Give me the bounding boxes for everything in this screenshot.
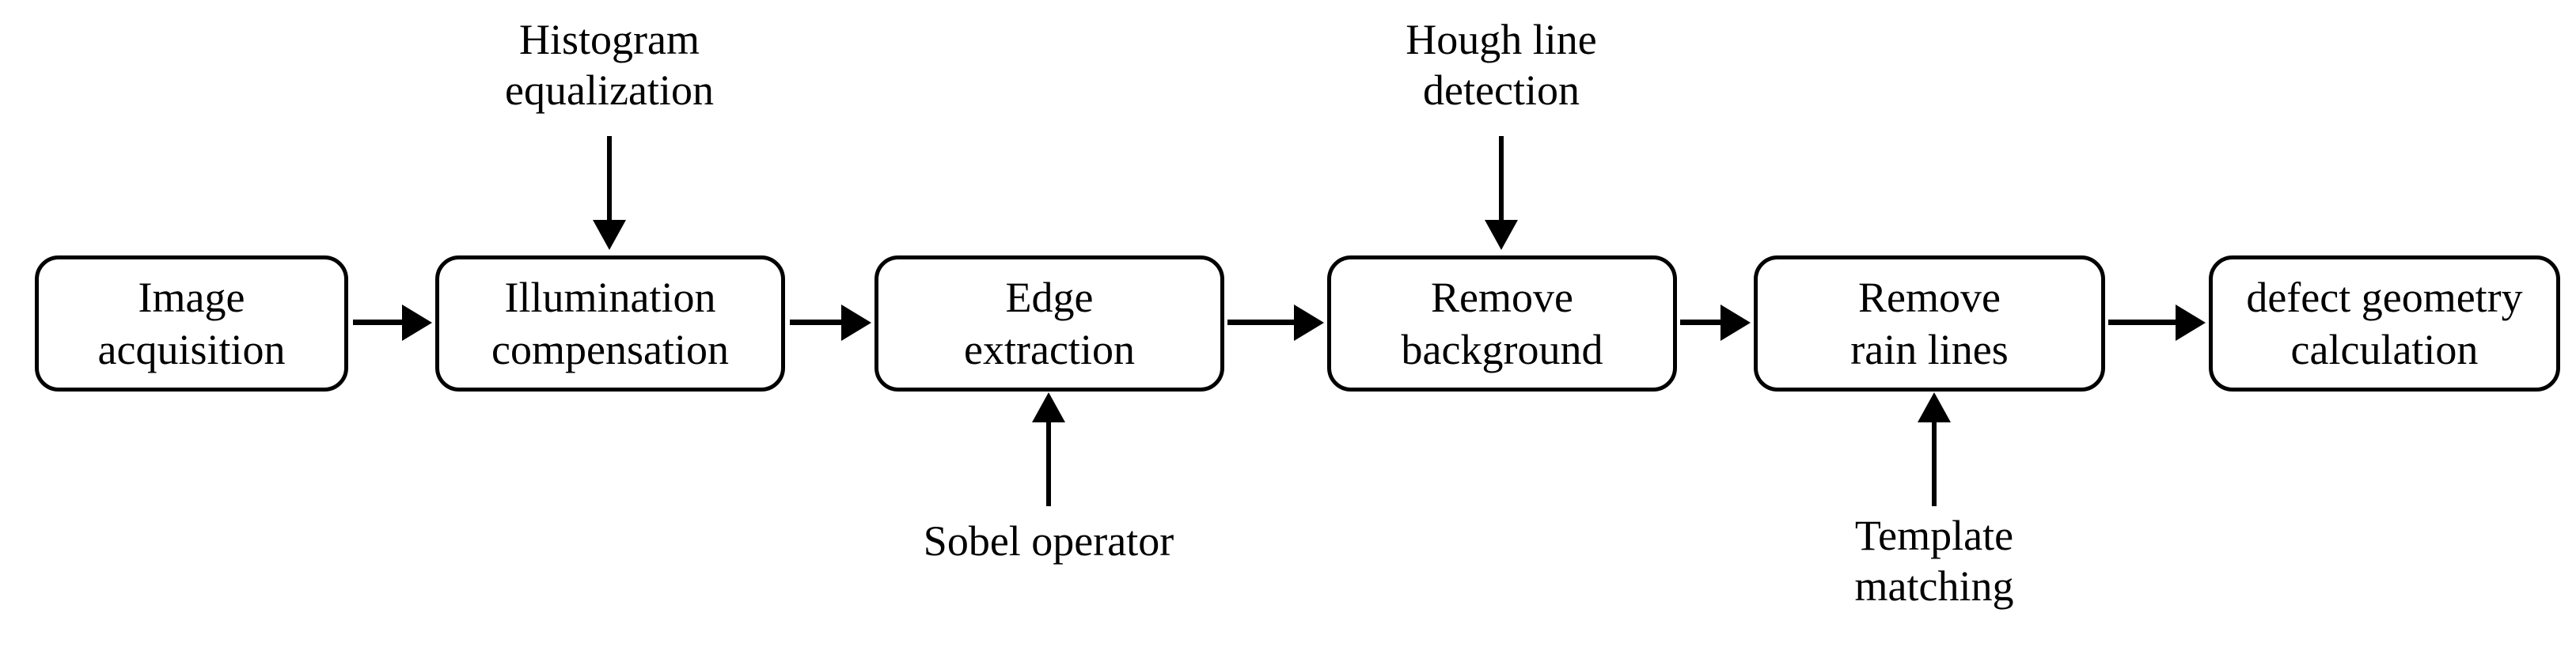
annotation-hough-line-detection: Hough line detection — [1406, 14, 1596, 115]
arrow-right-3-icon — [1227, 320, 1295, 325]
annotation-line: Sobel operator — [923, 517, 1174, 565]
annotation-line: Template — [1854, 512, 2014, 559]
node-illumination-compensation: Illumination compensation — [435, 255, 785, 392]
annotation-line: equalization — [505, 66, 714, 114]
annotation-template-matching: Template matching — [1855, 510, 2014, 611]
node-label-line: defect geometry — [2246, 274, 2523, 321]
node-label-line: Edge — [1005, 274, 1094, 321]
annotation-line: Hough line — [1406, 16, 1597, 63]
annotation-histogram-equalization: Histogram equalization — [505, 14, 714, 115]
annotation-sobel-operator: Sobel operator — [924, 516, 1174, 566]
node-label-line: Illumination — [504, 274, 716, 321]
node-label-line: Remove — [1431, 274, 1573, 321]
node-label-line: extraction — [964, 326, 1135, 373]
node-label-line: Remove — [1858, 274, 2001, 321]
node-label-line: calculation — [2290, 326, 2479, 373]
arrow-right-4-icon — [1680, 320, 1721, 325]
arrow-up-template-to-remove-rain-lines-icon — [1932, 421, 1937, 506]
node-label-line: compensation — [491, 326, 729, 373]
node-remove-background: Remove background — [1327, 255, 1677, 392]
arrow-right-1-icon — [353, 320, 403, 325]
annotation-line: Histogram — [519, 16, 700, 63]
node-defect-geometry-calculation: defect geometry calculation — [2209, 255, 2560, 392]
arrow-down-histogram-to-illumination-icon — [607, 136, 612, 221]
node-remove-rain-lines: Remove rain lines — [1754, 255, 2105, 392]
node-label-line: rain lines — [1850, 326, 2009, 373]
node-label-line: Image — [138, 274, 245, 321]
annotation-line: detection — [1423, 66, 1580, 114]
arrow-right-2-icon — [790, 320, 842, 325]
arrow-up-sobel-to-edge-extraction-icon — [1046, 421, 1051, 506]
arrow-right-5-icon — [2108, 320, 2176, 325]
node-edge-extraction: Edge extraction — [874, 255, 1224, 392]
annotation-line: matching — [1854, 562, 2014, 610]
node-image-acquisition: Image acquisition — [35, 255, 348, 392]
node-label-line: background — [1401, 326, 1603, 373]
arrow-down-hough-to-remove-background-icon — [1499, 136, 1504, 221]
node-label-line: acquisition — [97, 326, 286, 373]
